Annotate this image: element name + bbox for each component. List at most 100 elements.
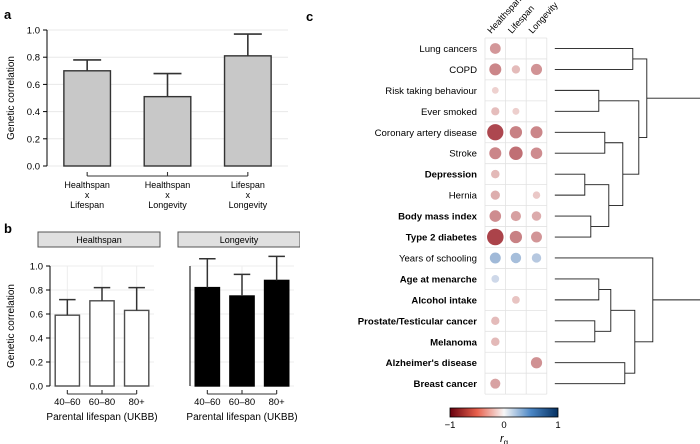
panel-a-category-label: x [165, 190, 170, 200]
panel-c-correlation-dot [512, 107, 520, 115]
panel-b-category-label: 40–60 [194, 397, 220, 408]
panel-c-colorbar [449, 407, 559, 418]
panel-c-column-header: Longevity [527, 0, 561, 35]
panel-c-dendrogram-link [554, 215, 592, 238]
panel-b-bar-group [194, 258, 221, 387]
panel-c-dendrogram [554, 48, 700, 385]
panel-c-correlation-dot [531, 253, 542, 263]
panel-c-correlation-dot [489, 210, 502, 222]
panel-c-colorbar-tick: 1 [555, 420, 560, 431]
panel-c-correlation-dot [489, 63, 502, 76]
panel-b-bar [123, 309, 150, 387]
panel-b-strip-label: Healthspan [76, 235, 122, 245]
panel-c-correlation-dot [491, 316, 500, 326]
panel-a-category-label: x [85, 190, 90, 200]
panel-c-row-label: Years of schooling [399, 253, 477, 264]
panel-b-y-tick-label: 0.8 [30, 286, 43, 297]
panel-b-strip-box [37, 231, 161, 248]
panel-b-bar [54, 314, 81, 387]
panel-c-correlation-dot [489, 43, 501, 54]
panel-c-correlation-dot [489, 147, 502, 160]
panel-c-correlation-dot [512, 296, 520, 304]
panel-a-y-tick-label: 0.0 [27, 162, 40, 173]
panel-a-category-label: Healthspan [64, 180, 110, 190]
panel-c-row-label: Body mass index [398, 212, 478, 223]
panel-b-y-tick-label: 0.2 [30, 358, 43, 369]
panel-c-dendrogram-link [554, 362, 626, 385]
panel-c-dendrogram-link [632, 58, 648, 138]
panel-a-bar [143, 95, 192, 167]
panel-c-row-label: Stroke [449, 149, 477, 160]
panel-a-category-label: Longevity [148, 200, 187, 210]
panel-c-correlation-dot [530, 126, 543, 139]
panel-b-bar [263, 279, 290, 387]
panel-c-dendrogram-link [646, 97, 700, 301]
panel-c-correlation-dot [510, 210, 521, 222]
panel-a-bar-group [63, 59, 112, 167]
panel-a-y-tick-label: 0.8 [27, 53, 40, 64]
panel-c-row-label: Hernia [449, 191, 478, 202]
panel-c-colorbar-tick: 0 [501, 420, 506, 431]
panel-c-correlation-dot [530, 357, 543, 369]
panel-b-facet-strip [177, 231, 300, 248]
panel-a-bar-group [223, 33, 272, 167]
panel-a-y-tick-label: 1.0 [27, 26, 40, 37]
panel-a-letter: a [4, 7, 12, 22]
panel-b-x-axis-label: Parental lifespan (UKBB) [46, 412, 157, 423]
panel-c-row-label: Melanoma [430, 337, 478, 348]
panel-c-dendrogram-link [554, 48, 634, 70]
panel-b-category-label: 80+ [129, 397, 146, 408]
panel-b-x-axis-label: Parental lifespan (UKBB) [186, 412, 297, 423]
panel-b-y-tick-label: 0.6 [30, 310, 43, 321]
panel-c-correlation-dot [530, 63, 543, 75]
panel-c-colorbar-tick: −1 [445, 420, 456, 431]
panel-c-row-label: Alcohol intake [411, 295, 477, 306]
panel-c-correlation-dot [531, 211, 542, 221]
panel-b-strip-box [177, 231, 300, 248]
panel-c-row-label: Depression [425, 170, 477, 181]
panel-a-y-tick-label: 0.2 [27, 134, 40, 145]
panel-b-bar-group [229, 273, 255, 387]
panel-c-correlation-dot [490, 378, 501, 389]
panel-c-correlation-dot [487, 124, 504, 141]
panel-b-bar [194, 286, 221, 387]
panel-b-y-tick-label: 0.0 [30, 382, 43, 393]
panel-c-row-label: Lung cancers [419, 44, 477, 55]
panel-c-correlation-dot [509, 230, 523, 244]
panel-c-row-label: Ever smoked [421, 107, 477, 118]
panel-c-correlation-dot [491, 337, 500, 347]
panel-a-category-label: Longevity [229, 200, 268, 210]
panel-c-correlation-dot [531, 231, 542, 243]
panel-b-bar [89, 300, 115, 387]
panel-b-category-label: 60–80 [229, 397, 255, 408]
panel-b-bar-group [89, 286, 115, 387]
panel-c-correlation-dot [530, 147, 543, 159]
panel-c-correlation-dot [491, 86, 499, 94]
panel-c-grid [484, 37, 548, 395]
panel-c-dendrogram-link [554, 89, 600, 112]
panel-c-dendrogram-link [604, 142, 624, 207]
panel-b-bar [229, 295, 255, 387]
panel-c-row-label: Age at menarche [400, 274, 477, 285]
panel-c-correlation-dot [510, 252, 522, 264]
panel-c-correlation-dot [489, 252, 501, 264]
panel-c-dendrogram-link [554, 320, 596, 343]
panel-c-row-label: Coronary artery disease [375, 128, 477, 139]
panel-a-bar [63, 70, 112, 167]
panel-c-row-label: Risk taking behaviour [385, 86, 478, 97]
panel-c-correlation-dot [491, 169, 500, 179]
panel-a-category-label: x [246, 190, 251, 200]
panel-c-correlation-dot [511, 65, 521, 74]
panel-c-row-label: Alzheimer's disease [386, 358, 477, 369]
panel-c-correlation-dot [487, 228, 504, 246]
panel-a-y-axis-label: Genetic correlation [6, 56, 17, 140]
panel-b-category-label: 60–80 [89, 397, 115, 408]
panel-c-correlation-dot [491, 107, 500, 116]
panel-c-correlation-dot [509, 126, 523, 139]
panel-a-category-label: Lifespan [70, 200, 104, 210]
panel-c-colorbar-label: rg [500, 433, 508, 444]
panel-c-row-label: Prostate/Testicular cancer [358, 316, 478, 327]
